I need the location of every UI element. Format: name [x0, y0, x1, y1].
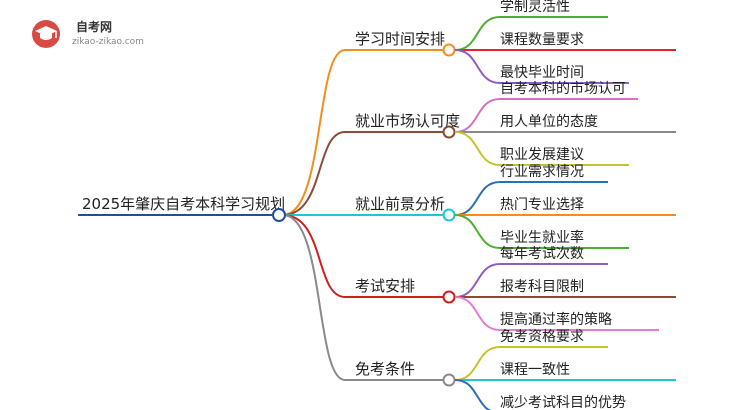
logo-title: 自考网 — [76, 20, 113, 34]
child-label-1-0: 自考本科的市场认可 — [500, 80, 626, 97]
child-label-3-2: 提高通过率的策略 — [500, 311, 612, 328]
child-label-3-0: 每年考试次数 — [500, 246, 584, 262]
child-connector-1-0 — [454, 98, 501, 133]
branch-node-2 — [442, 208, 456, 222]
branch-label-0: 学习时间安排 — [355, 30, 445, 48]
child-label-1-1: 用人单位的态度 — [500, 114, 598, 130]
branch-label-4: 免考条件 — [355, 360, 415, 378]
site-logo[interactable]: 自考网 zikao-zikao.com — [32, 18, 152, 52]
child-label-4-1: 课程一致性 — [500, 362, 570, 378]
child-label-2-2: 毕业生就业率 — [500, 229, 584, 246]
branch-label-1: 就业市场认可度 — [355, 112, 460, 130]
logo-url: zikao-zikao.com — [72, 37, 144, 47]
child-connector-2-0 — [454, 181, 501, 216]
child-label-4-0: 免考资格要求 — [500, 329, 584, 345]
branch-label-2: 就业前景分析 — [355, 195, 445, 213]
branch-node-0 — [442, 43, 456, 57]
branch-connector-3 — [282, 214, 346, 298]
child-label-4-2: 减少考试科目的优势 — [500, 395, 626, 410]
child-connector-0-2 — [454, 49, 501, 84]
graduation-cap-icon — [32, 20, 60, 48]
child-connector-3-2 — [454, 296, 501, 331]
child-label-2-1: 热门专业选择 — [500, 197, 584, 213]
root-label: 2025年肇庆自考本科学习规划 — [82, 195, 285, 213]
branch-node-3 — [442, 290, 456, 304]
branch-connector-4 — [282, 214, 346, 381]
child-label-0-1: 课程数量要求 — [500, 32, 584, 48]
child-connector-2-2 — [454, 214, 501, 249]
child-label-2-0: 行业需求情况 — [500, 164, 584, 180]
child-connector-4-2 — [454, 379, 492, 410]
branch-node-4 — [442, 373, 456, 387]
branch-node-1 — [442, 125, 456, 139]
branch-connector-1 — [282, 131, 346, 216]
child-label-3-1: 报考科目限制 — [500, 279, 584, 295]
child-connector-3-0 — [454, 263, 501, 298]
child-label-1-2: 职业发展建议 — [500, 147, 584, 163]
child-connector-4-0 — [454, 346, 501, 381]
branch-connector-0 — [282, 49, 346, 216]
child-label-0-2: 最快毕业时间 — [500, 65, 584, 81]
child-label-0-0: 学制灵活性 — [500, 0, 570, 15]
root-node — [272, 208, 286, 222]
child-connector-0-0 — [454, 16, 501, 51]
child-connector-1-2 — [454, 131, 501, 166]
branch-label-3: 考试安排 — [355, 277, 415, 295]
